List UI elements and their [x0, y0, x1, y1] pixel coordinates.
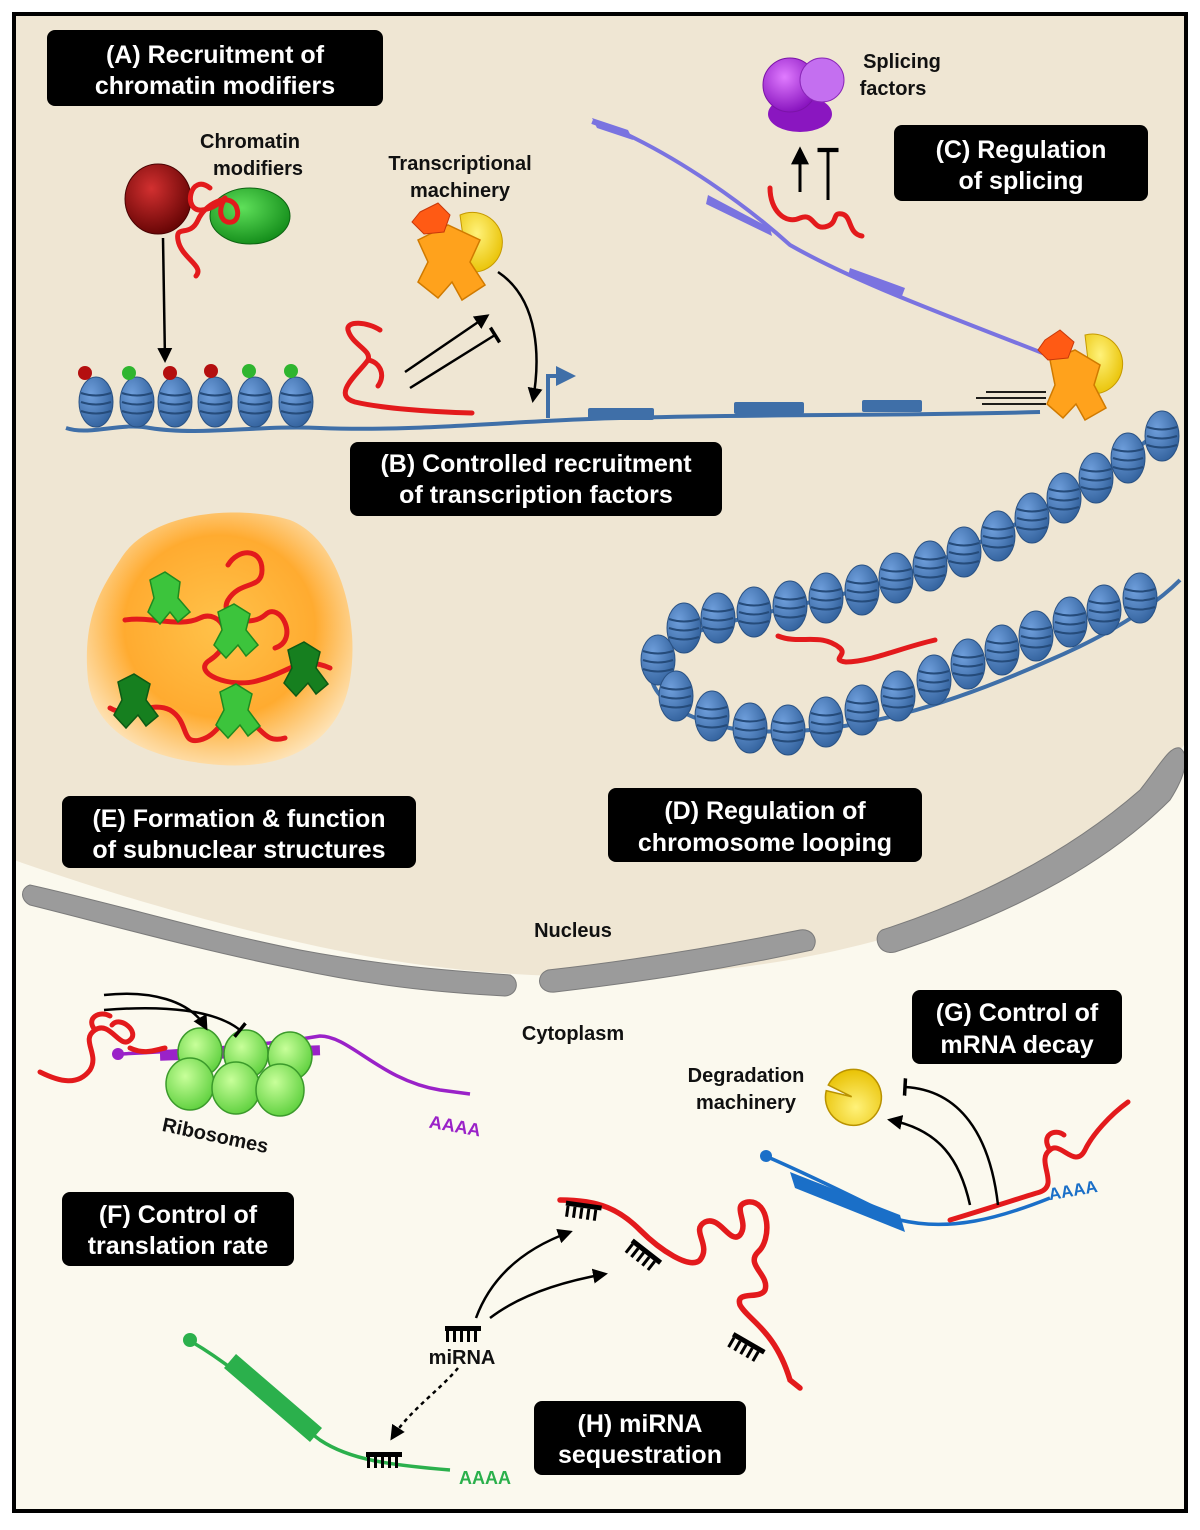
svg-text:translation rate: translation rate: [88, 1232, 269, 1260]
svg-text:chromosome looping: chromosome looping: [638, 829, 892, 857]
label-box-c: (C) Regulation of splicing: [894, 125, 1148, 201]
lncrna-b: [342, 320, 475, 416]
svg-text:chromatin modifiers: chromatin modifiers: [95, 72, 335, 100]
arrow-inhibit-f: [103, 1006, 247, 1038]
svg-text:sequestration: sequestration: [558, 1441, 722, 1469]
green-proteins-e: [113, 571, 330, 740]
svg-text:(G) Control of: (G) Control of: [936, 999, 1099, 1027]
arrow-sponge-1: [474, 1229, 573, 1319]
svg-text:mRNA decay: mRNA decay: [940, 1031, 1093, 1059]
svg-text:of transcription factors: of transcription factors: [399, 481, 673, 509]
arrow-sponge-2: [489, 1268, 608, 1319]
arrow-activate-b: [404, 314, 490, 374]
lncrna-d: [775, 633, 938, 665]
red-modifier-protein: [124, 163, 192, 235]
cap-h: [183, 1333, 197, 1347]
transcriptional-machinery-complex: [411, 202, 503, 302]
cap-f: [112, 1048, 124, 1060]
lncrna-c: [767, 185, 865, 239]
svg-text:(E) Formation & function: (E) Formation & function: [92, 805, 385, 833]
annotation-transcriptional-machinery-2: machinery: [410, 180, 511, 202]
svg-text:(H) miRNA: (H) miRNA: [578, 1410, 703, 1438]
svg-text:(D) Regulation of: (D) Regulation of: [664, 797, 866, 825]
arrow-activate-g: [887, 1115, 972, 1206]
annotation-mirna: miRNA: [429, 1347, 496, 1369]
svg-text:(C) Regulation: (C) Regulation: [936, 136, 1107, 164]
label-box-h: (H) miRNA sequestration: [534, 1401, 746, 1475]
lncrna-g: [947, 1099, 1131, 1223]
nascent-exons: [592, 118, 905, 296]
nascent-transcript: [591, 120, 1061, 362]
annotation-cytoplasm: Cytoplasm: [522, 1023, 624, 1045]
annotation-transcriptional-machinery-1: Transcriptional: [388, 153, 531, 175]
arrow-inhibit-b: [409, 326, 502, 390]
annotation-degradation-machinery-2: machinery: [696, 1092, 797, 1114]
label-box-f: (F) Control of translation rate: [62, 1192, 294, 1266]
annotation-degradation-machinery-1: Degradation: [688, 1065, 805, 1087]
label-box-a: (A) Recruitment of chromatin modifiers: [47, 30, 383, 106]
label-box-d: (D) Regulation of chromosome looping: [608, 788, 922, 862]
splicing-factor-complex: [762, 57, 845, 132]
cds-h: [224, 1354, 322, 1442]
annotation-chromatin-modifiers-1: Chromatin: [200, 131, 300, 153]
transcription-lines: [976, 391, 1046, 405]
lncrna-f: [37, 1011, 168, 1084]
label-box-b: (B) Controlled recruitment of transcript…: [350, 442, 722, 516]
cap-g: [760, 1150, 772, 1162]
lncrna-sponge: [557, 1197, 803, 1391]
arrow-tm-to-promoter: [497, 270, 543, 403]
lncrna-a: [175, 181, 241, 279]
svg-text:(A) Recruitment of: (A) Recruitment of: [106, 41, 325, 69]
annotation-chromatin-modifiers-2: modifiers: [213, 158, 303, 180]
transcriptional-machinery-c: [1037, 329, 1124, 422]
dna-strand-top: [65, 410, 1041, 433]
figure-frame: [12, 12, 1188, 1513]
arrow-activate-f: [103, 992, 208, 1031]
svg-text:(B) Controlled recruitment: (B) Controlled recruitment: [380, 450, 692, 478]
histone-marks: [78, 364, 298, 380]
label-box-g: (G) Control of mRNA decay: [912, 990, 1122, 1064]
promoter-arrow: [546, 366, 576, 418]
svg-text:of splicing: of splicing: [959, 167, 1084, 195]
polya-tail-h: AAAA: [459, 1468, 511, 1488]
arrow-inhibit-g: [902, 1078, 1000, 1206]
annotation-splicing-factors-2: factors: [860, 78, 927, 100]
arrow-recruit-a: [157, 237, 173, 363]
ribosomes: [165, 1027, 313, 1117]
gene-exons-top: [588, 400, 922, 420]
svg-text:of subnuclear structures: of subnuclear structures: [92, 836, 385, 864]
chromatin-modifier-complex: [124, 163, 291, 279]
annotation-nucleus: Nucleus: [534, 920, 612, 942]
arrow-dotted-h: [390, 1367, 459, 1441]
annotation-splicing-factors-1: Splicing: [863, 51, 941, 73]
degradation-machinery-icon: [824, 1068, 883, 1127]
label-box-e: (E) Formation & function of subnuclear s…: [62, 796, 416, 868]
svg-text:(F) Control of: (F) Control of: [99, 1201, 258, 1229]
cds-g: [790, 1172, 905, 1232]
